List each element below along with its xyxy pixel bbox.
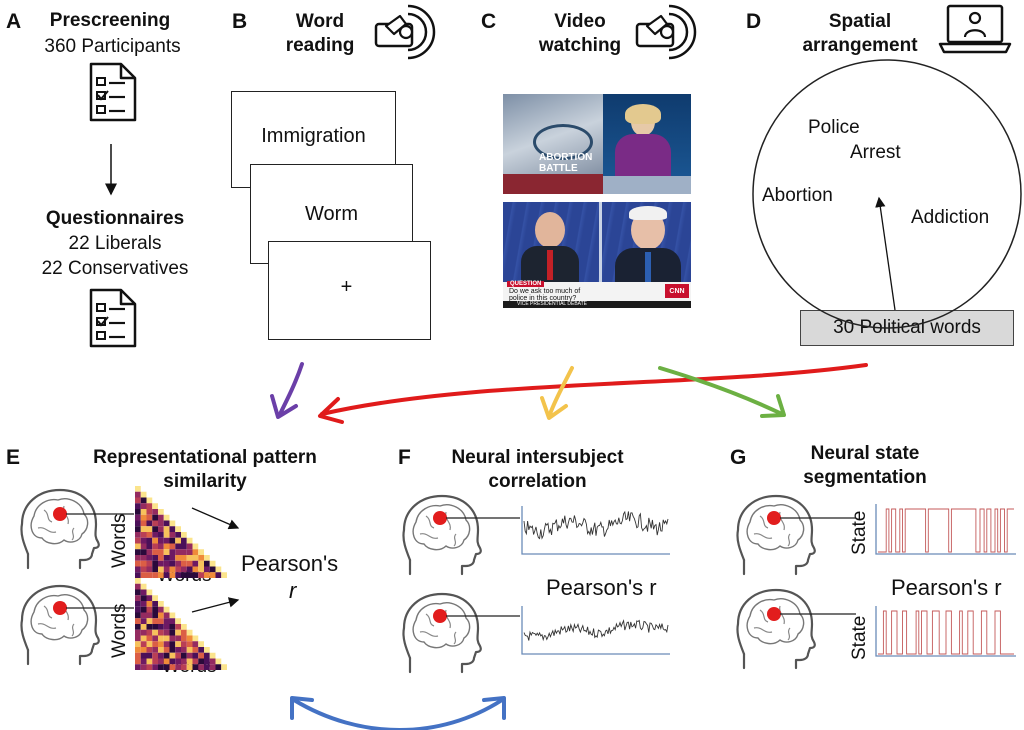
arrangement-circle <box>752 59 1022 329</box>
rsa-matrix-1 <box>135 486 227 578</box>
video-watching-title-1: Video <box>554 11 606 32</box>
nss-title-2: segmentation <box>803 467 927 488</box>
questionnaires-title: Questionnaires <box>45 208 185 229</box>
laptop-user-icon <box>938 4 1012 54</box>
panel-letter-f: F <box>398 446 411 469</box>
brain-head-icon-f2 <box>402 592 520 674</box>
mri-scanner-icon-c <box>635 4 697 60</box>
debate-bottom-text: VICE PRESIDENTIAL DEBATE <box>517 301 588 307</box>
word-reading-title-1: Word <box>295 11 345 32</box>
brain-head-icon-g1 <box>736 494 856 576</box>
word-police: Police <box>808 117 860 138</box>
rsa-arrow-1 <box>191 507 240 530</box>
cnn-logo: CNN <box>665 284 689 298</box>
brain-head-icon-e2 <box>20 584 134 666</box>
word-arrest: Arrest <box>850 142 901 163</box>
isc-pearson-label: Pearson's r <box>546 575 657 600</box>
fixation-card: + <box>268 241 431 340</box>
panel-letter-e: E <box>6 446 21 469</box>
participant-count: 360 Participants <box>44 36 181 57</box>
panel-letter-d: D <box>746 10 762 33</box>
political-words-box: 30 Political words <box>800 310 1014 346</box>
prescreening-title: Prescreening <box>49 10 171 31</box>
red-arrow <box>318 363 868 424</box>
blue-double-arrow <box>290 696 506 730</box>
state-plot-2 <box>875 606 1016 657</box>
word-abortion: Abortion <box>762 185 833 206</box>
mri-scanner-icon-b <box>374 4 436 60</box>
rsa-title-2: similarity <box>163 471 247 492</box>
liberals-count: 22 Liberals <box>68 233 162 254</box>
debate-question-label: QUESTION <box>507 281 545 287</box>
spatial-title-1: Spatial <box>828 11 892 32</box>
rsa-matrix-2 <box>135 578 227 670</box>
word-reading-title-2: reading <box>285 35 355 56</box>
brain-head-icon-f1 <box>402 494 520 576</box>
yellow-arrow <box>540 366 574 420</box>
rsa-arrow-2 <box>191 597 240 613</box>
isc-title-1: Neural intersubject <box>451 447 624 468</box>
isc-plot-1 <box>521 506 670 555</box>
rsa-pearson-r: r <box>289 578 297 603</box>
brain-head-icon-g2 <box>736 588 856 670</box>
panel-letter-g: G <box>730 446 747 469</box>
purple-arrow <box>270 362 304 419</box>
panel-letter-c: C <box>481 10 497 33</box>
brain-head-icon-e1 <box>20 488 134 570</box>
panel-letter-b: B <box>232 10 248 33</box>
isc-title-2: correlation <box>488 471 587 492</box>
isc-plot-2 <box>521 606 670 655</box>
panel-letter-a: A <box>6 10 22 33</box>
word-addiction: Addiction <box>911 207 990 228</box>
nss-pearson-label: Pearson's r <box>891 575 1002 600</box>
arrangement-arrow <box>875 196 896 311</box>
video-watching-title-2: watching <box>538 35 622 56</box>
conservatives-count: 22 Conservatives <box>41 258 189 279</box>
checklist-icon-top <box>89 62 137 122</box>
state-plot-1 <box>875 504 1016 555</box>
green-arrow <box>658 366 786 418</box>
checklist-icon-bottom <box>89 288 137 348</box>
nss-title-1: Neural state <box>810 443 920 464</box>
rsa-title-1: Representational pattern <box>93 447 317 468</box>
rsa-pearson-label: Pearson's <box>241 551 339 576</box>
spatial-title-2: arrangement <box>802 35 918 56</box>
